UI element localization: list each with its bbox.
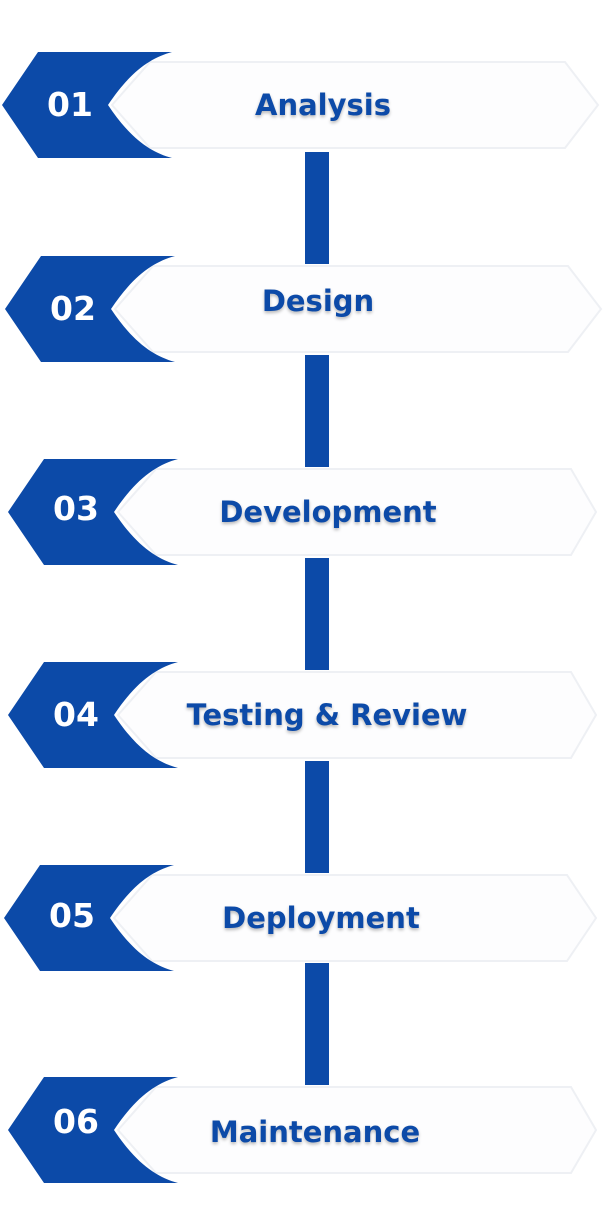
step-3-number: 03	[53, 489, 99, 528]
step-1-label: Analysis	[255, 88, 391, 122]
step-6-number: 06	[53, 1102, 99, 1141]
step-2: 02 Design	[3, 254, 603, 364]
step-2-number: 02	[50, 289, 96, 328]
step-1-number: 01	[47, 85, 93, 124]
connector-5-6	[305, 963, 329, 1085]
step-4-shape	[8, 662, 598, 768]
step-5-number: 05	[49, 896, 95, 935]
step-2-label: Design	[261, 284, 375, 318]
connector-1-2	[305, 152, 329, 264]
step-4: 04 Testing & Review	[6, 660, 606, 770]
connector-2-3	[305, 355, 329, 467]
step-6-shape	[8, 1077, 598, 1183]
step-4-label: Testing & Review	[186, 698, 468, 732]
step-3: 03 Development	[6, 457, 606, 567]
step-6-label: Maintenance	[209, 1115, 421, 1149]
step-6: 06 Maintenance	[6, 1075, 606, 1185]
step-4-number: 04	[53, 695, 99, 734]
step-1-shape	[2, 52, 600, 158]
connector-4-5	[305, 761, 329, 873]
step-1: 01 Analysis	[0, 50, 600, 160]
step-5: 05 Deployment	[2, 863, 602, 973]
step-5-label: Deployment	[222, 901, 420, 935]
step-5-shape	[4, 865, 598, 971]
step-3-label: Development	[219, 495, 437, 529]
step-2-shape	[5, 256, 603, 362]
step-3-shape	[8, 459, 598, 565]
connector-3-4	[305, 558, 329, 670]
